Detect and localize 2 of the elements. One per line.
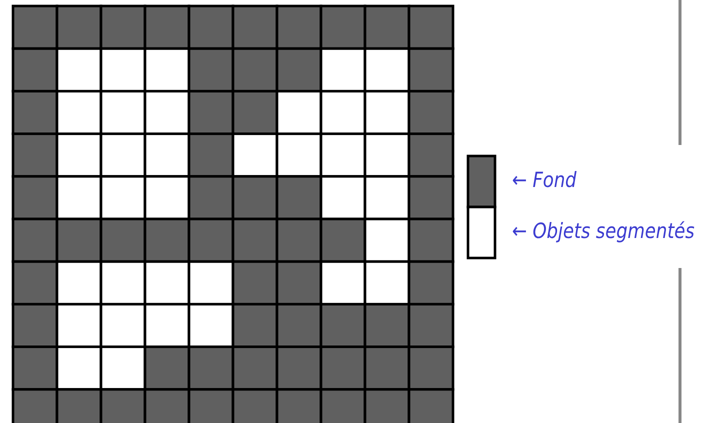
legend-label: ← Fond bbox=[512, 168, 576, 192]
legend-label: ← Objets segmentés bbox=[512, 219, 694, 243]
